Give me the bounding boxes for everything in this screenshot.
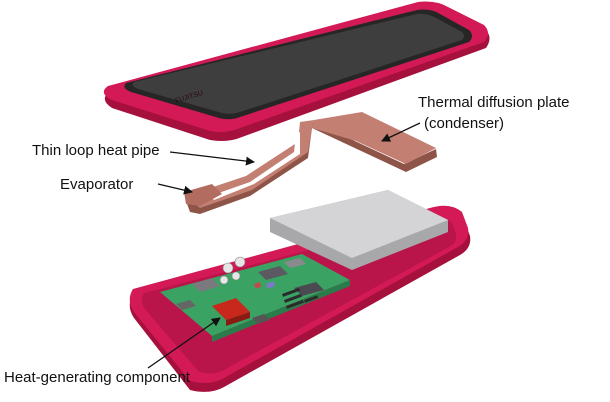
capacitor (234, 256, 246, 268)
capacitor (231, 271, 241, 281)
thin-loop-heat-pipe (186, 120, 314, 208)
chip (258, 266, 288, 280)
chip (252, 314, 270, 324)
callout-heat-component: Heat-generating component (4, 317, 221, 386)
label-evaporator: Evaporator (60, 176, 133, 193)
chip (284, 258, 306, 268)
phone-back-case (129, 190, 471, 392)
label-thin-loop-heat-pipe: Thin loop heat pipe (32, 142, 160, 159)
circuit-board (160, 254, 350, 336)
capacitor (219, 275, 229, 285)
component (254, 281, 262, 289)
capacitor (222, 262, 234, 274)
chip (294, 282, 324, 296)
heat-generating-component (212, 298, 250, 320)
phone-screen (132, 13, 464, 114)
chip (176, 300, 196, 310)
callout-loop-pipe: Thin loop heat pipe (32, 142, 255, 166)
heat-pipe-assembly (184, 112, 437, 214)
label-condenser: (condenser) (424, 115, 504, 132)
chip (192, 278, 220, 292)
evaporator-plate (184, 184, 222, 206)
callout-thermal-plate: Thermal diffusion plate (condenser) (381, 94, 569, 142)
phone-front: FUJITSU (103, 1, 490, 141)
callout-evaporator: Evaporator (60, 176, 193, 195)
thermal-diffusion-plate (312, 112, 436, 164)
label-thermal-diffusion-plate: Thermal diffusion plate (418, 94, 569, 111)
component (266, 281, 276, 289)
connector-array (282, 287, 319, 309)
label-heat-generating-component: Heat-generating component (4, 369, 191, 386)
